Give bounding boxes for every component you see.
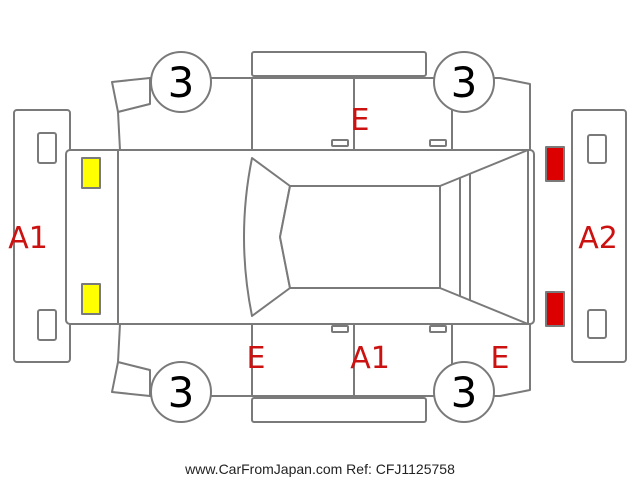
rear-bumper-panel <box>571 109 627 363</box>
label-bottom-center-door: A1 <box>350 341 390 376</box>
wheel-rear-right-value: 3 <box>451 368 478 417</box>
top-view-body <box>65 149 535 325</box>
wheel-front-right: 3 <box>150 361 212 423</box>
wheel-front-right-value: 3 <box>168 368 195 417</box>
wheel-rear-left: 3 <box>433 51 495 113</box>
label-rear-bumper: A2 <box>578 221 618 256</box>
label-bottom-rear-door: E <box>491 341 510 376</box>
footer-watermark: www.CarFromJapan.com Ref: CFJ1125758 <box>184 461 455 477</box>
red-marker-bottom <box>545 291 565 327</box>
yellow-marker-top <box>81 157 101 189</box>
yellow-marker-bottom <box>81 283 101 315</box>
label-top-door: E <box>351 103 370 138</box>
wheel-rear-right: 3 <box>433 361 495 423</box>
wheel-rear-left-value: 3 <box>451 58 478 107</box>
wheel-front-left-value: 3 <box>168 58 195 107</box>
wheel-front-left: 3 <box>150 51 212 113</box>
label-front-bumper: A1 <box>8 221 48 256</box>
label-bottom-front-door: E <box>247 341 266 376</box>
red-marker-top <box>545 146 565 182</box>
